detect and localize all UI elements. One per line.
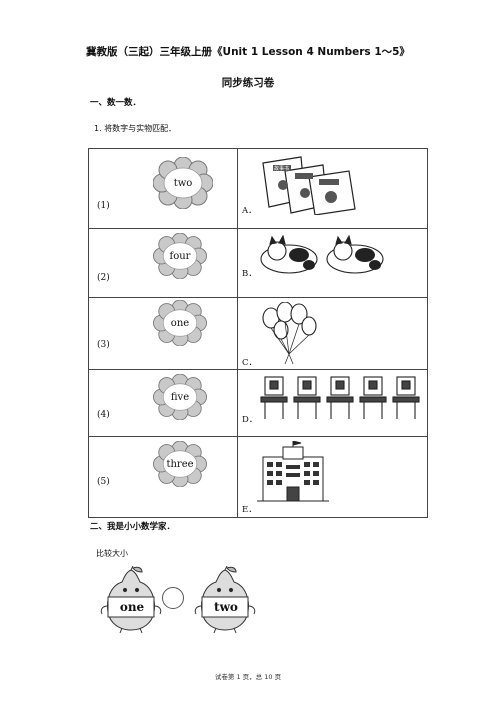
flower-icon <box>153 373 207 421</box>
table-row: (4) five D． <box>89 370 427 437</box>
section-2-heading: 二、我是小小数学家． <box>90 522 176 532</box>
document-subtitle: 同步练习卷 <box>221 77 275 89</box>
pear-card-left: one <box>96 565 166 634</box>
flower-card: two <box>152 156 214 210</box>
book-label: 故事书 <box>274 165 289 172</box>
item-number: (5) <box>97 477 110 487</box>
flower-icon <box>152 156 214 210</box>
chairs-icon <box>259 375 424 421</box>
flower-icon <box>153 440 207 488</box>
number-word: one <box>170 317 190 329</box>
table-row: (3) one C． <box>89 298 427 370</box>
flower-card: one <box>153 299 207 347</box>
page-footer: 试卷第 1 页，总 10 页 <box>214 673 282 681</box>
pear-icon <box>100 565 162 634</box>
pear-word: two <box>214 600 238 614</box>
flower-card: five <box>153 373 207 421</box>
books-icon: 故事书 <box>261 153 361 216</box>
number-word: four <box>169 250 191 262</box>
balloons-icon <box>259 301 319 366</box>
section-1-heading: 一、数一数． <box>90 98 142 108</box>
item-number: (4) <box>97 410 110 420</box>
pear-icon <box>194 565 256 634</box>
pear-word: one <box>119 600 145 614</box>
column-divider <box>237 149 238 517</box>
option-letter: B． <box>242 269 257 279</box>
document-title: 冀教版（三起）三年级上册《Unit 1 Lesson 4 Numbers 1～5… <box>86 46 410 58</box>
number-word: five <box>170 391 190 403</box>
pear-card-right: two <box>190 565 260 634</box>
option-letter: E． <box>242 505 257 515</box>
flower-card: three <box>153 440 207 488</box>
building-icon <box>257 440 329 507</box>
table-row: (2) four B． <box>89 229 427 298</box>
option-letter: D． <box>242 415 258 425</box>
flower-icon <box>153 232 207 280</box>
question-1-text: 1. 将数字与实物匹配． <box>94 124 177 133</box>
table-row: (1) two A． <box>89 149 427 229</box>
item-number: (2) <box>97 273 110 283</box>
item-number: (1) <box>97 201 110 211</box>
option-letter: C． <box>242 358 258 368</box>
flower-card: four <box>153 232 207 280</box>
number-word: three <box>166 458 194 470</box>
number-word: two <box>173 177 193 189</box>
cats-icon <box>259 234 389 275</box>
table-row: (5) three E． <box>89 437 427 517</box>
item-number: (3) <box>97 340 110 350</box>
compare-prompt: 比较大小 <box>96 549 128 558</box>
option-letter: A． <box>242 206 257 216</box>
matching-table: (1) two A． <box>88 148 428 518</box>
answer-circle[interactable] <box>162 587 184 609</box>
